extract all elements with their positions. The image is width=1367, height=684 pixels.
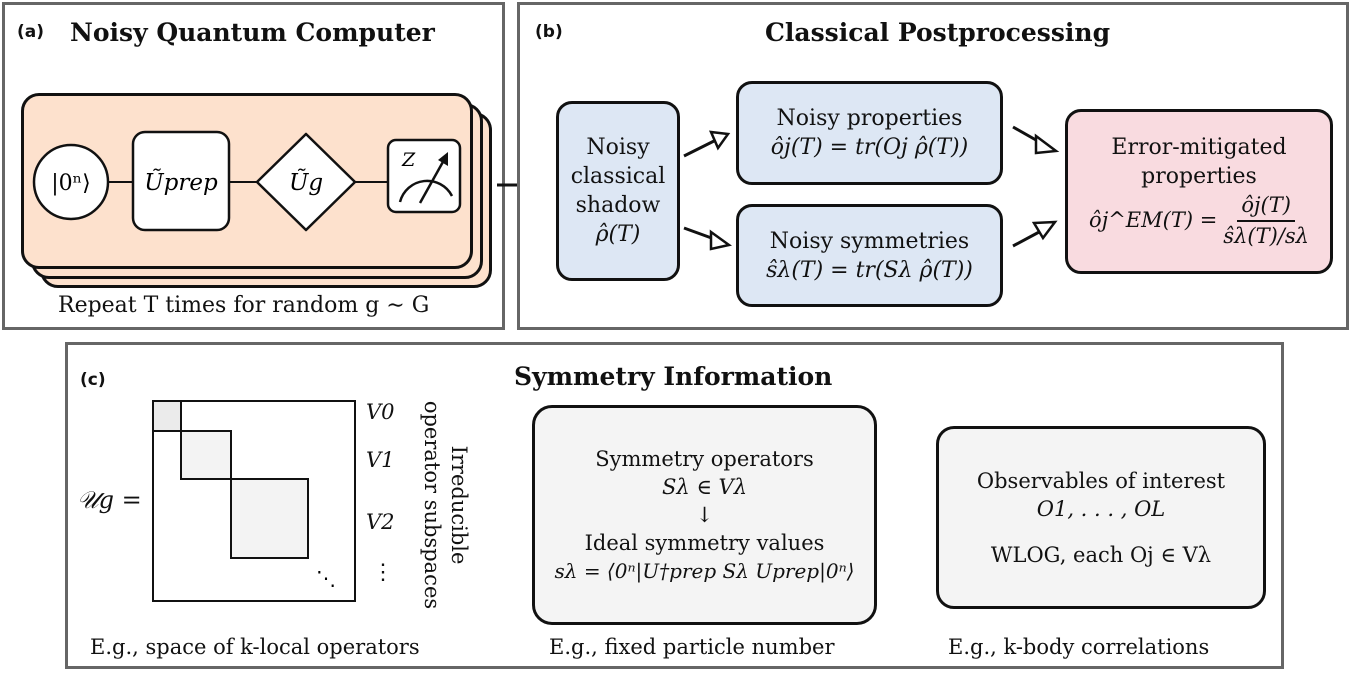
noisy-properties-formula: ôj(T) = tr(Oj ρ̂(T)) — [770, 135, 969, 160]
matrix-diagonal-dots: ⋱ — [316, 566, 336, 590]
mitigated-lhs: ôj^EM(T) = — [1089, 208, 1218, 232]
noisy-properties-label: Noisy properties — [776, 106, 963, 131]
meter-icon — [398, 179, 454, 203]
block-v2 — [230, 478, 309, 559]
block-v1 — [180, 430, 232, 480]
matrix-caption: E.g., space of k-local operators — [90, 635, 420, 659]
symmetry-info-box: Symmetry operators Sλ ∈ Vλ ↓ Ideal symme… — [532, 405, 877, 625]
noisy-symmetries-box: Noisy symmetries ŝλ(T) = tr(Sλ ρ̂(T)) — [736, 204, 1003, 307]
observables-line-3: WLOG, each Oj ∈ Vλ — [990, 542, 1212, 567]
prep-gate-label: Ũprep — [144, 168, 218, 196]
symmetry-line-2: Sλ ∈ Vλ — [661, 475, 748, 499]
block-v0 — [152, 400, 182, 432]
matrix-lhs: 𝒰g = — [77, 486, 142, 514]
shadow-box: Noisy classical shadow ρ̂(T) — [556, 101, 680, 281]
panel-a-title: Noisy Quantum Computer — [70, 18, 435, 47]
arrow-head-props-mitigated — [1034, 133, 1060, 155]
input-state-node — [32, 143, 110, 221]
panel-c-title: Symmetry Information — [514, 362, 833, 391]
mitigated-fraction: ôj(T) ŝλ(T)/sλ — [1223, 191, 1309, 251]
mitigated-formula: ôj^EM(T) = ôj(T) ŝλ(T)/sλ — [1089, 191, 1309, 251]
mitigated-line-1: Error-mitigated — [1111, 134, 1287, 160]
symmetry-line-1: Symmetry operators — [595, 447, 814, 471]
mitigated-numerator: ôj(T) — [1237, 191, 1295, 222]
arrow-head-shadow-syms — [709, 229, 732, 251]
shadow-formula: ρ̂(T) — [595, 222, 641, 247]
prep-gate — [131, 130, 231, 232]
circuit-diagram: |0ⁿ⟩ Ũprep Ũg Z — [32, 130, 462, 232]
panel-a-tag: (a) — [17, 22, 45, 42]
measure-basis-label: Z — [401, 149, 416, 171]
block-label-more: ⋮ — [372, 560, 394, 585]
noisy-symmetries-label: Noisy symmetries — [769, 228, 970, 254]
panel-c-tag: (c) — [80, 370, 106, 390]
side-label-line-2: operator subspaces — [420, 400, 444, 610]
panel-b-arrows — [683, 125, 1060, 251]
symmetry-line-3: Ideal symmetry values — [584, 531, 825, 555]
observables-line-1: Observables of interest — [976, 468, 1226, 493]
block-label-v1: V1 — [366, 448, 395, 472]
mitigated-line-2: properties — [1141, 163, 1257, 189]
arrow-head-shadow-props — [708, 130, 731, 151]
panel-a-caption: Repeat T times for random g ∼ G — [58, 293, 430, 318]
symmetry-line-4: sλ = ⟨0ⁿ|U†prep Sλ Uprep|0ⁿ⟩ — [554, 559, 855, 583]
block-label-v2: V2 — [366, 510, 395, 534]
random-gate-label: Ũg — [289, 168, 323, 196]
mitigated-denominator: ŝλ(T)/sλ — [1223, 223, 1309, 248]
panel-b-tag: (b) — [535, 22, 563, 42]
symmetry-caption: E.g., fixed particle number — [549, 635, 835, 659]
panel-b-title: Classical Postprocessing — [765, 18, 1111, 47]
random-gate — [255, 132, 357, 232]
noisy-symmetries-formula: ŝλ(T) = tr(Sλ ρ̂(T)) — [766, 257, 973, 283]
noisy-properties-box: Noisy properties ôj(T) = tr(Oj ρ̂(T)) — [736, 81, 1003, 185]
shadow-line-2: classical — [570, 164, 666, 189]
input-state-label: |0ⁿ⟩ — [51, 171, 91, 196]
shadow-line-1: Noisy — [586, 135, 650, 160]
side-label-line-1: Irreducible — [447, 445, 471, 565]
error-mitigated-box: Error-mitigated properties ôj^EM(T) = ôj… — [1065, 109, 1333, 274]
arrow-head-syms-mitigated — [1031, 220, 1058, 241]
shadow-line-3: shadow — [575, 193, 661, 218]
block-label-v0: V0 — [366, 400, 395, 424]
observables-box: Observables of interest O1, . . . , OL W… — [936, 426, 1266, 609]
symmetry-down-arrow: ↓ — [695, 503, 714, 527]
observables-caption: E.g., k-body correlations — [948, 635, 1210, 659]
observables-line-2: O1, . . . , OL — [1036, 496, 1166, 521]
